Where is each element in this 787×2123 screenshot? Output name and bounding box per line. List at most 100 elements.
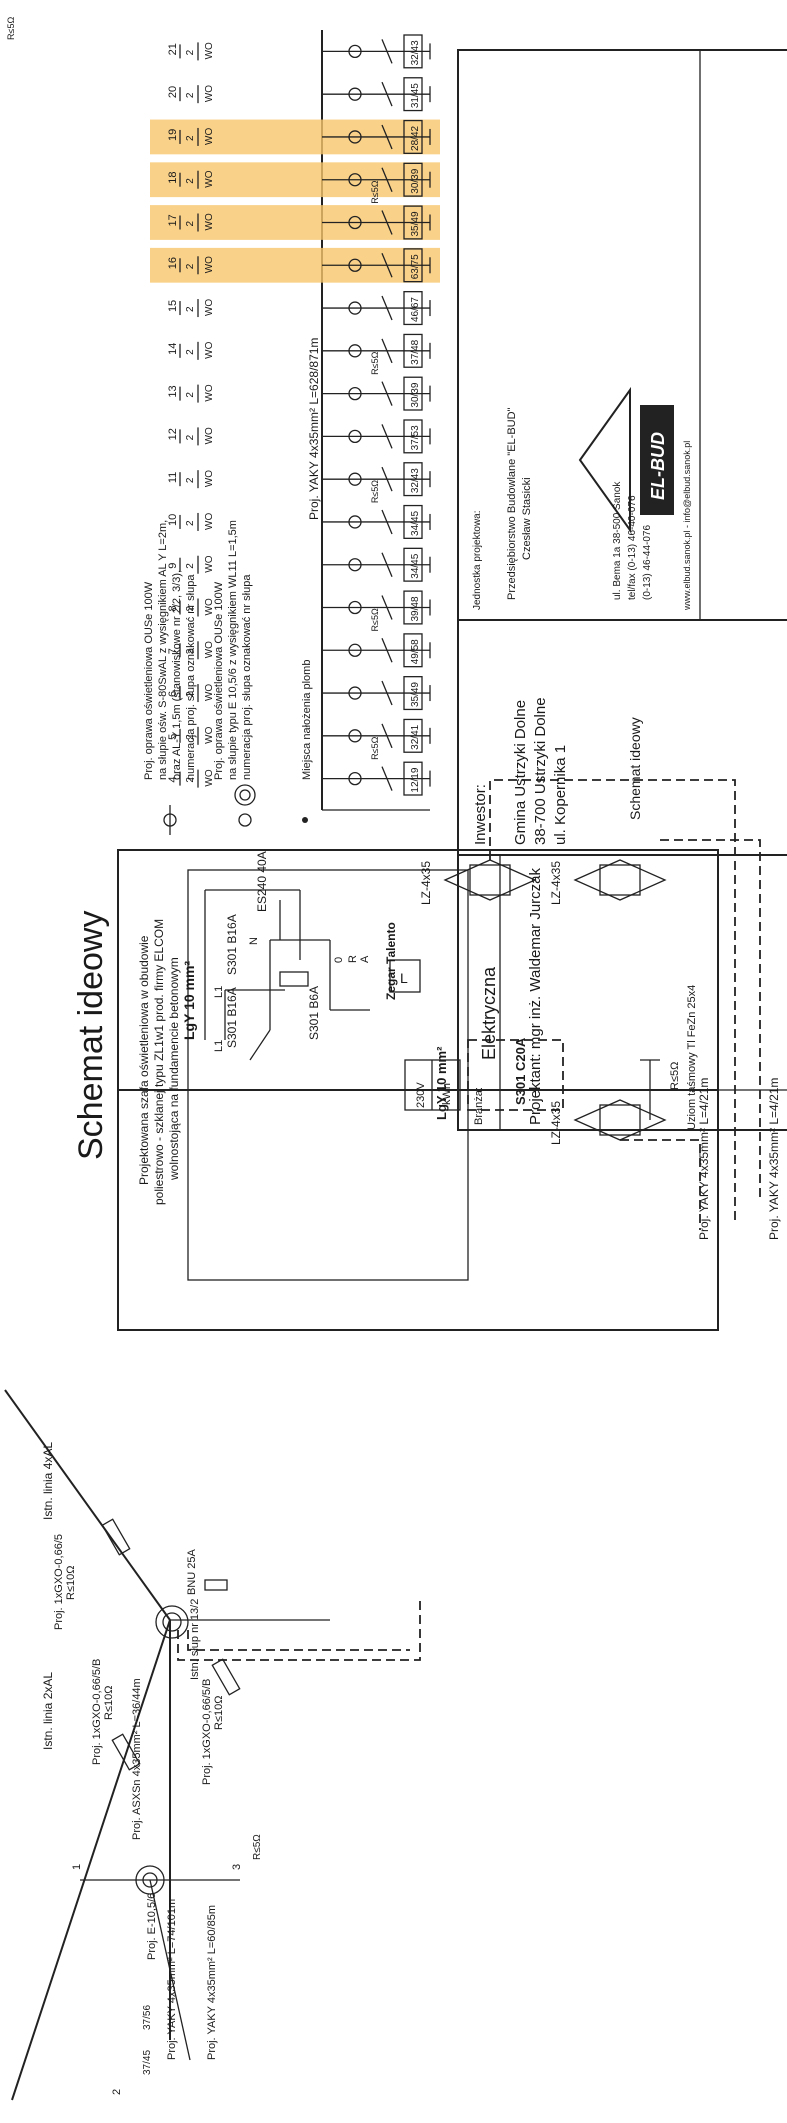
pole-wo: WO xyxy=(204,128,215,145)
pole-number: 6 xyxy=(167,691,179,697)
segment-box xyxy=(403,547,423,582)
existing-proj-3: Proj. ASXSn 4x35mm² L=36/44m xyxy=(131,1678,143,1840)
pole-sub: 2 xyxy=(185,135,196,141)
tb-drawing: Schemat ideowy xyxy=(627,717,643,820)
existing-pole-exist: Istn. słup nr 13/2 xyxy=(189,1599,201,1680)
tb-investor-3: ul. Kopernika 1 xyxy=(552,745,569,845)
pole-sub: 2 xyxy=(185,349,196,355)
pole-segment: 39/48 xyxy=(410,596,421,621)
pole-number: 9 xyxy=(167,563,179,569)
segment-box xyxy=(403,419,423,454)
segment-box xyxy=(403,633,423,668)
lamp-icon xyxy=(348,729,362,743)
legend-lamp-2: na słupie ośw. S-80SwAL z wysięgnikiem A… xyxy=(157,520,169,780)
segment-box xyxy=(403,504,423,539)
label-l1-b: L1 xyxy=(213,986,225,998)
pole-wo: WO xyxy=(204,726,215,743)
pole-sub: 2 xyxy=(185,777,196,783)
dashed-line-c xyxy=(489,779,736,1220)
pole-segment: 34/45 xyxy=(410,553,421,578)
existing-pole-new: Proj. E-10,5/6 xyxy=(146,1893,158,1960)
legend-lamp-4: numeracja proj. słupa oznakować nr słupa xyxy=(185,574,197,780)
pole-segment: 32/43 xyxy=(410,468,421,493)
lamp-icon xyxy=(348,215,362,230)
cabinet-description-1: Projektowana szafa oświetleniowa w obudo… xyxy=(137,935,151,1185)
pole-segment: 37/53 xyxy=(410,425,421,450)
pole-sub: 2 xyxy=(185,691,196,697)
segment-box xyxy=(403,333,423,368)
lamp-icon xyxy=(348,44,362,59)
lz-3-label: LZ-4x35 xyxy=(549,861,563,905)
existing-pole-2: 2 xyxy=(111,2089,123,2095)
existing-network xyxy=(4,1389,421,2101)
segment-box xyxy=(403,162,423,197)
lamp-icon xyxy=(348,686,362,700)
label-n: N xyxy=(248,937,260,945)
aux-cable-label: LgY 10 mm² xyxy=(434,1046,449,1120)
pole-sub: 2 xyxy=(185,306,196,312)
lz-2-label: LZ-4x35 xyxy=(419,861,433,905)
segment-box xyxy=(403,462,423,497)
pole-number: 7 xyxy=(167,648,179,654)
timer-label: Zegar Talento xyxy=(384,922,398,1000)
ground-mark: R≤5Ω xyxy=(370,480,380,503)
title-block xyxy=(457,49,787,1131)
legend-lamp2-2: na słupie typu E 10,5/6 z wysięgnikiem W… xyxy=(227,520,239,780)
pole-wo: WO xyxy=(204,256,215,273)
pole-number: 13 xyxy=(167,385,179,397)
tb-addr-4: www.elbud.sanok.pl - info@elbud.sanok.pl xyxy=(682,441,692,611)
pole-segment: 63/75 xyxy=(410,254,421,279)
segment-box xyxy=(403,761,423,796)
existing-rso: R≤5Ω xyxy=(252,1834,263,1860)
label-zero: 0 xyxy=(333,957,345,963)
pole-number: 15 xyxy=(167,300,179,312)
tb-addr-1: ul. Bema 1a 38-500 Sanok xyxy=(612,481,623,600)
lamp-icon xyxy=(348,558,362,572)
tb-designer: Projektant: mgr inż. Waldemar Jurczak xyxy=(527,867,544,1125)
pole-sub: 2 xyxy=(185,49,196,55)
energy-meter xyxy=(404,1059,461,1111)
meter-breaker-box xyxy=(467,1039,564,1111)
breaker-c-label: S301 B6A xyxy=(307,986,321,1040)
lamp-icon xyxy=(348,301,362,315)
pole-sub: 2 xyxy=(185,263,196,269)
elbud-logo-icon xyxy=(578,386,674,534)
lamp-icon xyxy=(348,344,362,358)
pole-segment: 12/19 xyxy=(410,767,421,792)
tb-branch: Elektryczna xyxy=(479,966,499,1060)
ground-mark: R≤5Ω xyxy=(6,17,16,40)
lamp-icon xyxy=(348,515,362,529)
label-l1-a: L1 xyxy=(213,1040,225,1052)
segment-box xyxy=(403,119,423,154)
pole-number: 12 xyxy=(167,428,179,440)
meter-unit: kWh xyxy=(441,1083,453,1105)
breaker-b-label: S301 B16A xyxy=(225,914,239,975)
tb-firm-2: Czesław Stasicki xyxy=(521,477,533,560)
segment-box xyxy=(403,590,423,625)
main-cable-label: LgY 10 mm² xyxy=(181,961,197,1040)
pole-segment: 31/45 xyxy=(410,83,421,108)
existing-line-4xal: Istn. linia 4xAL xyxy=(41,1442,55,1520)
tb-branch-label: Branża: xyxy=(473,1087,485,1125)
lamp-icon xyxy=(348,87,362,101)
pole-sub: 2 xyxy=(185,606,196,612)
lz-block-2 xyxy=(443,859,537,901)
lamp-icon xyxy=(348,173,362,187)
legend-lamp2-3: numeracja proj. słupa oznakować nr słupa xyxy=(241,574,253,780)
existing-pole-1: 1 xyxy=(71,1864,83,1870)
existing-r-4: R≤10Ω xyxy=(213,1696,225,1730)
segment-box xyxy=(403,676,423,711)
pole-wo: WO xyxy=(204,470,215,487)
dashed-line-a xyxy=(620,1139,701,1230)
tb-logo: EL-BUD xyxy=(648,432,668,500)
